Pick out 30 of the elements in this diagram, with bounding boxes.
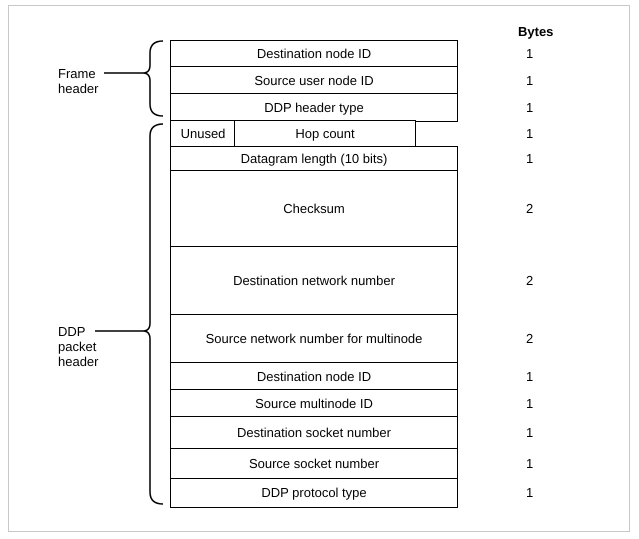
byte-count: 2: [526, 273, 534, 288]
field-box: Source socket number: [170, 448, 458, 480]
byte-count: 2: [526, 331, 534, 346]
field-box: Checksum: [170, 170, 458, 248]
byte-count: 1: [526, 368, 534, 384]
byte-count: 1: [526, 456, 534, 471]
byte-count: 2: [526, 201, 534, 216]
byte-count: 1: [526, 425, 534, 440]
field-box: Source network number for multinode: [170, 314, 458, 364]
field-box: Source multinode ID: [170, 389, 458, 418]
byte-count: 1: [526, 46, 534, 61]
byte-count: 1: [526, 126, 534, 141]
field-box: Source user node ID: [170, 66, 458, 94]
field-box: Destination socket number: [170, 416, 458, 450]
field-box: Destination network number: [170, 246, 458, 316]
field-box: Hop count: [234, 120, 416, 148]
field-box: Datagram length (10 bits): [170, 146, 458, 172]
field-box: DDP protocol type: [170, 478, 458, 508]
byte-count: 1: [526, 100, 534, 114]
byte-count: 1: [526, 485, 534, 500]
column-heading: Bytes: [518, 24, 554, 39]
byte-count: 1: [526, 72, 534, 88]
field-box: Destination node ID: [170, 362, 458, 390]
field-box: DDP header type: [170, 93, 458, 122]
byte-count: 1: [526, 151, 534, 166]
byte-count: 1: [526, 396, 534, 410]
bracket-label: Frame header: [58, 66, 100, 96]
field-box: Unused: [170, 120, 236, 148]
bracket-label: DDP packet header: [58, 324, 100, 369]
field-box: Destination node ID: [170, 40, 458, 68]
